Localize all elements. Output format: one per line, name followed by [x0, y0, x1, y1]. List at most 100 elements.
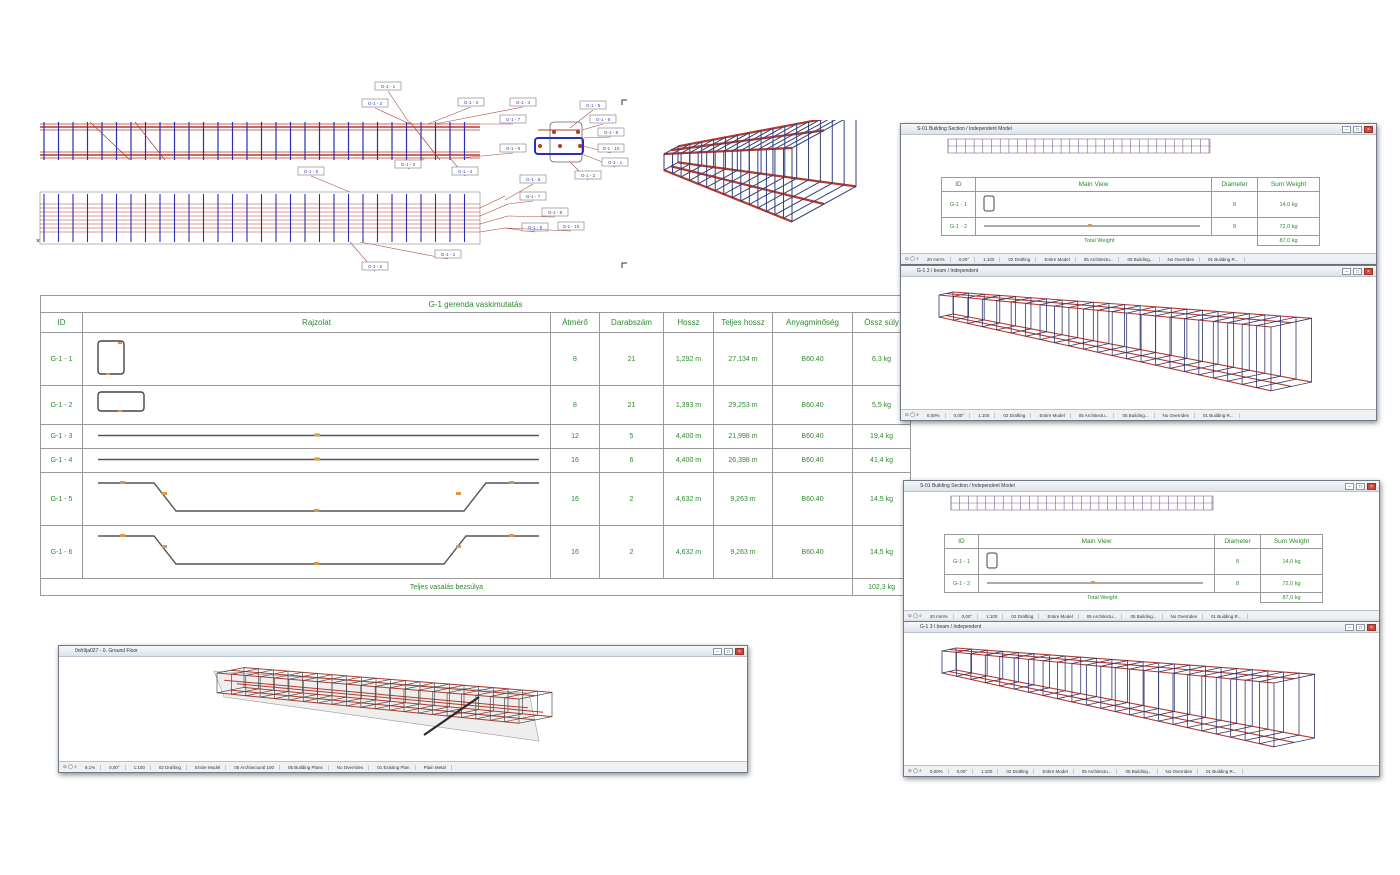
window-minimize-icon[interactable]: – [1342, 268, 1351, 275]
status-field[interactable]: No Overrides [1166, 256, 1201, 262]
status-field[interactable]: Entire Model [1040, 768, 1074, 774]
status-field[interactable]: 02 Drafting [1004, 768, 1035, 774]
status-field[interactable]: 0,00° [107, 764, 126, 770]
window-minimize-icon[interactable]: – [713, 648, 722, 655]
status-field[interactable]: 1:100 [984, 613, 1004, 619]
rebar-cage-3d-top [663, 120, 857, 223]
window-close-icon[interactable]: × [1364, 126, 1373, 133]
status-field[interactable]: 0,00° [952, 412, 971, 418]
status-field[interactable]: Entire Model [1045, 613, 1079, 619]
status-field[interactable]: 05 Building... [1120, 412, 1155, 418]
status-field[interactable]: 01 Existing Plan [375, 764, 416, 770]
total-label: Total Weight [1084, 237, 1115, 244]
rebar-shape-stirrup [96, 340, 125, 375]
column-header: Hossz [663, 312, 714, 333]
window-section-schedule-2[interactable]: S-01 Building Section / Independent Mode… [903, 480, 1380, 622]
beam-cross-section [534, 121, 584, 163]
status-field[interactable]: No Overrides [335, 764, 370, 770]
window-minimize-icon[interactable]: – [1345, 483, 1354, 490]
cell-total-length: 27,134 m [713, 332, 773, 386]
window-close-icon[interactable]: × [1367, 624, 1376, 631]
window-maximize-icon[interactable]: □ [1353, 268, 1362, 275]
status-field[interactable]: 0,00% [925, 412, 946, 418]
cell-length: 4,632 m [663, 472, 714, 526]
window-maximize-icon[interactable]: □ [1356, 624, 1365, 631]
window-ground-floor[interactable]: 0nh9ja027 - 0. Ground Floor–□× ⊙ ◯ ⌕ 9,1% 0… [58, 645, 748, 773]
window-title-bar[interactable]: G-1 3 / beam / Independent–□× [901, 266, 1376, 277]
status-field[interactable]: 20 mm% [928, 613, 954, 619]
status-field[interactable]: 0,00% [928, 768, 949, 774]
zoom-icon[interactable]: ⊙ ◯ ⌕ [908, 613, 922, 618]
svg-text:×: × [36, 238, 40, 245]
status-field[interactable]: 02 Drafting [1001, 412, 1032, 418]
status-field[interactable]: 1:100 [976, 412, 996, 418]
window-title-bar[interactable]: S-01 Building Section / Independent Mode… [901, 124, 1376, 135]
window-title-bar[interactable]: S-01 Building Section / Independent Mode… [904, 481, 1379, 492]
status-field[interactable]: No Overrides [1169, 613, 1204, 619]
status-field[interactable]: Plain Metal [422, 764, 452, 770]
status-field[interactable]: Entire Model [1037, 412, 1071, 418]
zoom-icon[interactable]: ⊙ ◯ ⌕ [905, 412, 919, 417]
window-title-bar[interactable]: 0nh9ja027 - 0. Ground Floor–□× [59, 646, 747, 657]
status-field[interactable]: No Overrides [1161, 412, 1196, 418]
status-field[interactable]: 20 mm% [925, 256, 951, 262]
window-close-icon[interactable]: × [1367, 483, 1376, 490]
status-field[interactable]: 01 Building R... [1201, 412, 1240, 418]
window-close-icon[interactable]: × [735, 648, 744, 655]
rebar-shape-cell [978, 548, 1215, 575]
zoom-icon[interactable]: ⊙ ◯ ⌕ [908, 768, 922, 773]
status-field[interactable]: 05 Building... [1123, 768, 1158, 774]
status-field[interactable]: 05 Architectural 100 [232, 764, 280, 770]
status-field[interactable]: 02 Drafting [1006, 256, 1037, 262]
rebar-shape [987, 580, 1203, 583]
status-field[interactable]: 01 Building R... [1209, 613, 1248, 619]
window-maximize-icon[interactable]: □ [1356, 483, 1365, 490]
status-field[interactable]: 01 Building R... [1204, 768, 1243, 774]
window-viewport[interactable] [59, 657, 747, 761]
status-field[interactable]: 05 Architectu... [1080, 768, 1118, 774]
window-viewport[interactable] [901, 277, 1376, 409]
status-field[interactable]: 9,1% [83, 764, 102, 770]
window-viewport[interactable] [904, 633, 1379, 765]
zoom-icon[interactable]: ⊙ ◯ ⌕ [905, 256, 919, 261]
status-field[interactable]: 0,00° [955, 768, 974, 774]
window-minimize-icon[interactable]: – [1345, 624, 1354, 631]
status-field[interactable]: 05 Building... [1128, 613, 1163, 619]
status-field[interactable]: 05 Architectu... [1077, 412, 1115, 418]
window-section-schedule-1[interactable]: S-01 Building Section / Independent Mode… [900, 123, 1377, 265]
status-field[interactable]: 05 Architectu... [1082, 256, 1120, 262]
status-field[interactable]: 02 Drafting [1009, 613, 1040, 619]
rebar-cage-3d-view [213, 667, 553, 742]
status-field[interactable]: 0,00° [957, 256, 976, 262]
callout-label: G-1 - 8 [548, 210, 563, 215]
status-field[interactable]: 1:100 [981, 256, 1001, 262]
rebar-callout: G-1 - 7 [519, 191, 547, 201]
window-maximize-icon[interactable]: □ [1353, 126, 1362, 133]
window-minimize-icon[interactable]: – [1342, 126, 1351, 133]
window-close-icon[interactable]: × [1364, 268, 1373, 275]
rebar-callout: G-1 - 1 [374, 81, 402, 91]
status-field[interactable]: 05 Architectu... [1085, 613, 1123, 619]
cell-count: 2 [599, 472, 664, 526]
status-field[interactable]: 05 Building Plans [286, 764, 329, 770]
window-title-bar[interactable]: G-1 3 / beam / Independent–□× [904, 622, 1379, 633]
window-maximize-icon[interactable]: □ [724, 648, 733, 655]
status-field[interactable]: Entire Model [193, 764, 227, 770]
status-field[interactable]: 05 Building... [1125, 256, 1160, 262]
window-3d-beam-1[interactable]: G-1 3 / beam / Independent–□× ⊙ ◯ ⌕ 0,00% 0… [900, 265, 1377, 421]
status-field[interactable]: 1:100 [979, 768, 999, 774]
status-field[interactable]: No Overrides [1164, 768, 1199, 774]
zoom-icon[interactable]: ⊙ ◯ ⌕ [63, 764, 77, 769]
cell-material: B60.40 [772, 448, 853, 473]
status-field[interactable]: 01 Building R... [1206, 256, 1245, 262]
status-field[interactable]: 0,00° [960, 613, 979, 619]
status-field[interactable]: 1:100 [132, 764, 151, 770]
window-3d-beam-2[interactable]: G-1 3 / beam / Independent–□× ⊙ ◯ ⌕ 0,00% 0… [903, 621, 1380, 777]
status-field[interactable]: Entire Model [1042, 256, 1076, 262]
cell-diameter: 8 [1214, 548, 1261, 575]
status-field[interactable]: 02 Drafting [157, 764, 187, 770]
